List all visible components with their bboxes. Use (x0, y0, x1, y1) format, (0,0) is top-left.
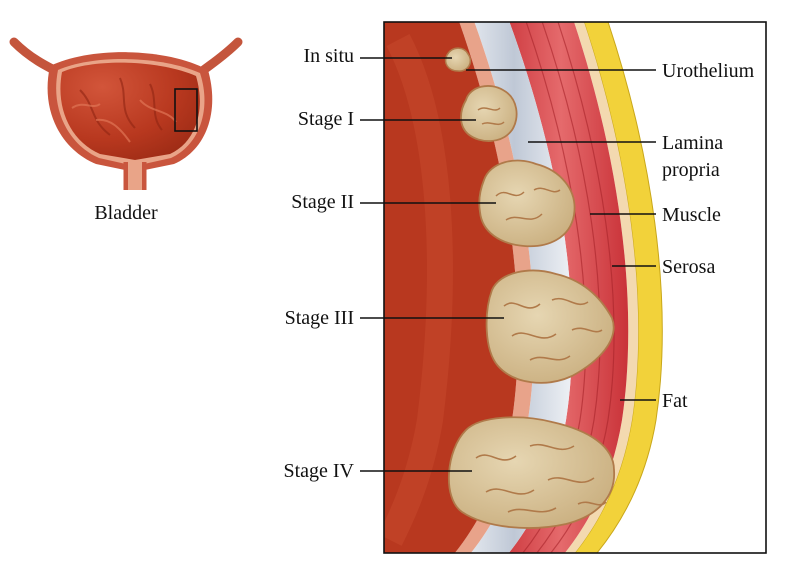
label-fat: Fat (662, 390, 688, 412)
bladder-overview-illustration: Bladder (9, 37, 243, 224)
tumor-stage-1 (460, 85, 518, 142)
label-stage-3: Stage III (285, 307, 354, 329)
label-stage-2: Stage II (291, 191, 354, 213)
label-lamina-line2: propria (662, 159, 720, 181)
label-in-situ: In situ (303, 45, 354, 67)
label-stage-1: Stage I (298, 108, 354, 130)
label-lamina-line1: Lamina (662, 132, 723, 154)
label-serosa: Serosa (662, 256, 715, 278)
label-stage-4: Stage IV (283, 460, 354, 482)
urethra (123, 162, 147, 190)
tumor-in-situ (444, 47, 472, 72)
bladder-wall-highlight-box (174, 88, 198, 132)
stage-labels: In situ Stage I Stage II Stage III Stage… (283, 45, 504, 482)
bladder-label: Bladder (94, 202, 158, 224)
layer-labels: Urothelium Lamina propria Muscle Serosa … (466, 60, 755, 412)
wall-cross-section-panel (383, 21, 767, 554)
tumor-stage-4 (447, 416, 615, 529)
tumor-stage-2 (478, 159, 576, 248)
muscle-layer (508, 22, 629, 553)
label-urothelium: Urothelium (662, 60, 755, 82)
bladder-lumen (60, 62, 200, 160)
bladder-rugae (71, 77, 177, 143)
cross-section-frame (383, 21, 767, 554)
tumor-stage-3 (485, 269, 615, 384)
label-muscle: Muscle (662, 204, 721, 226)
